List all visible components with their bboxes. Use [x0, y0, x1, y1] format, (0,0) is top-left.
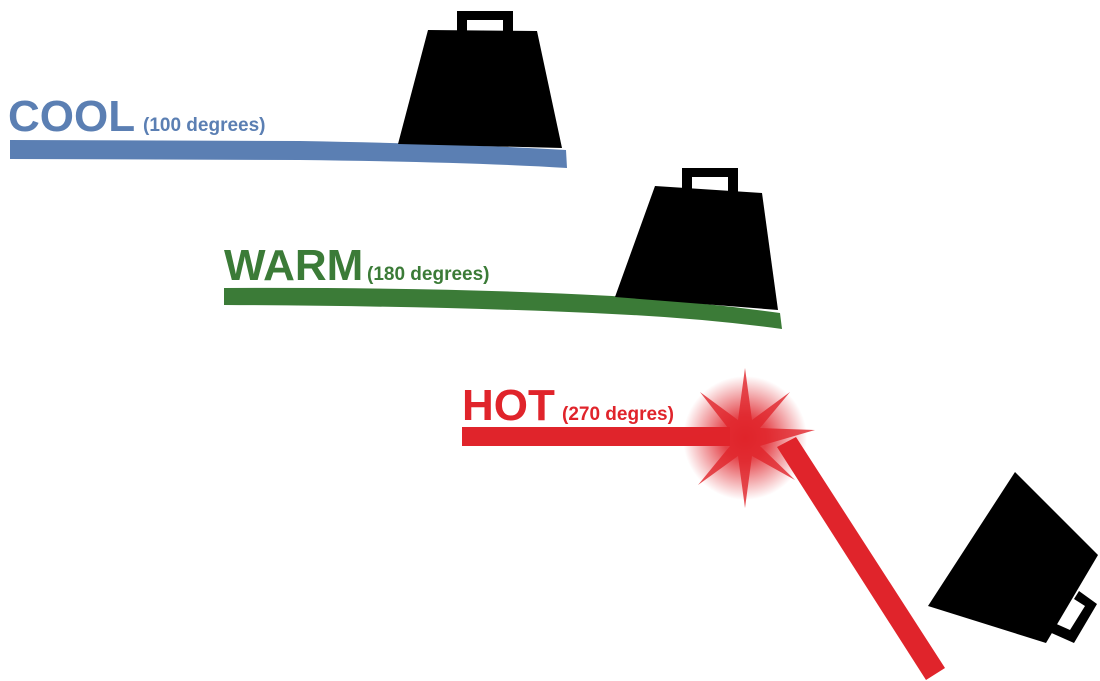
cool-detail: (100 degrees)	[143, 115, 266, 136]
warm-group: WARM (180 degrees)	[224, 168, 782, 329]
warm-label: WARM	[224, 241, 363, 290]
cool-beam	[10, 140, 567, 168]
cool-label: COOL	[8, 92, 135, 141]
warm-beam	[224, 287, 782, 329]
hot-group: HOT (270 degres)	[462, 368, 1098, 680]
break-burst-icon	[678, 368, 815, 508]
weight-icon	[928, 472, 1098, 643]
weight-icon	[398, 11, 562, 148]
warm-detail: (180 degrees)	[367, 264, 490, 285]
hot-beam-left	[462, 427, 730, 446]
cool-group: COOL (100 degrees)	[8, 11, 567, 168]
weight-icon	[615, 168, 778, 310]
hot-detail: (270 degres)	[562, 404, 674, 425]
hot-label: HOT	[462, 381, 555, 430]
hot-beam-broken	[777, 437, 945, 680]
